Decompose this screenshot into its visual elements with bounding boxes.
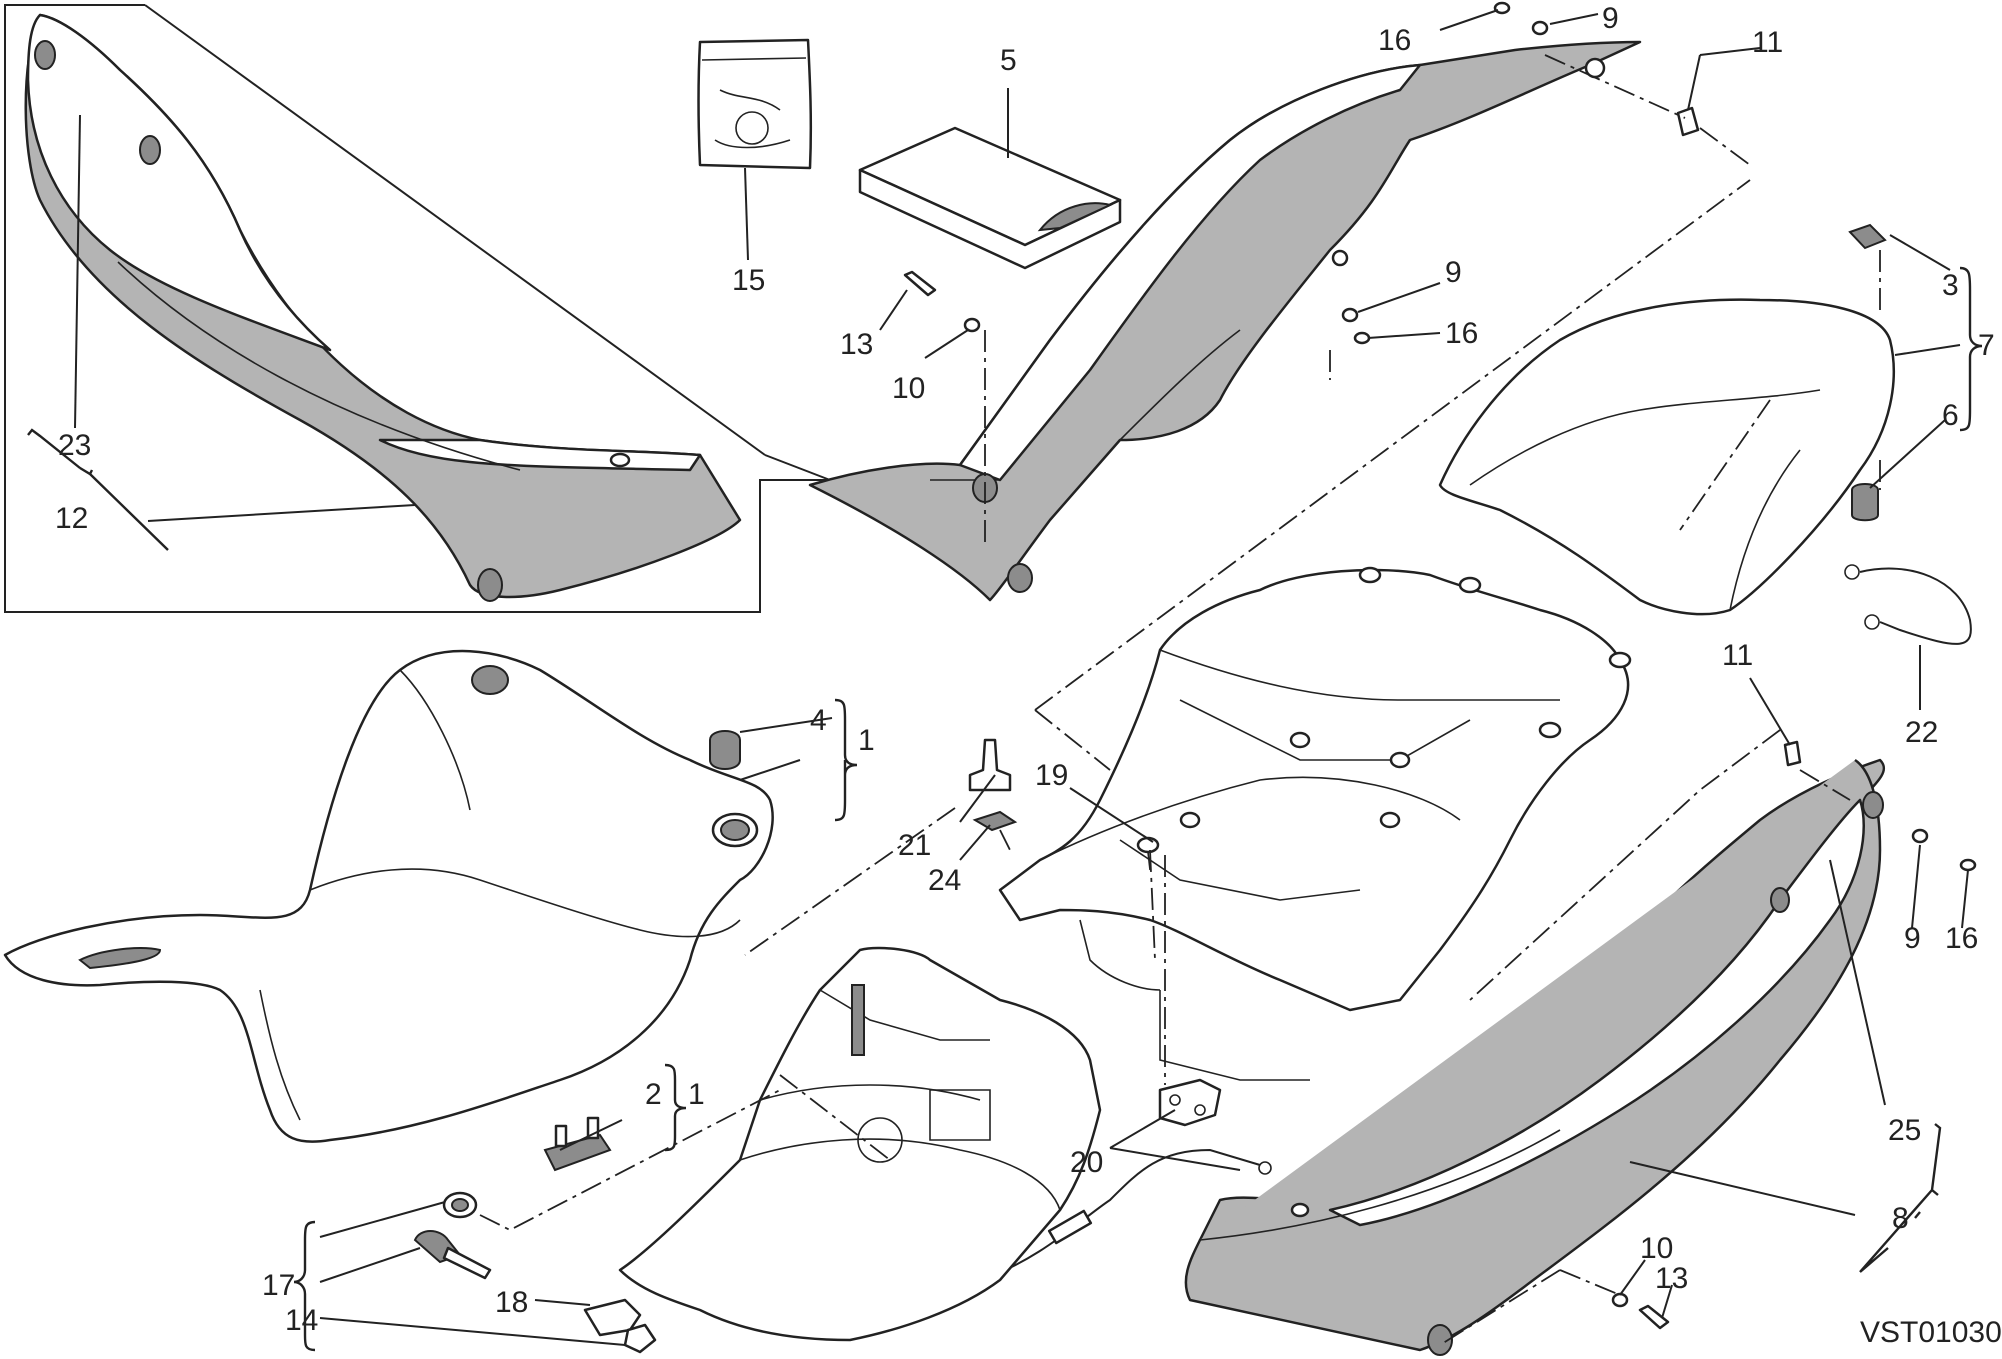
screw-16-right <box>1959 858 1977 872</box>
lock-nut <box>623 1323 657 1354</box>
callout-1-lower: 1 <box>688 1078 705 1111</box>
callout-20: 20 <box>1070 1146 1103 1179</box>
screw-13-bottom <box>1638 1304 1670 1330</box>
washer-9-right <box>1911 828 1929 844</box>
rubber-buffer-2 <box>543 1116 612 1172</box>
washer-10-bottom <box>1611 1292 1629 1308</box>
passenger-seat <box>1438 298 1895 616</box>
assembly-lines <box>479 54 1881 1346</box>
callout-19: 19 <box>1035 759 1068 792</box>
helmet-cable <box>1844 564 1972 645</box>
callout-21: 21 <box>898 829 931 862</box>
callout-22: 22 <box>1905 716 1938 749</box>
inset-detail-frame <box>4 4 850 613</box>
callout-18: 18 <box>495 1286 528 1319</box>
callout-2: 2 <box>645 1078 662 1111</box>
drawing-code: VST01030 <box>1860 1316 2002 1349</box>
grommet-4 <box>709 730 741 770</box>
ignition-key <box>413 1230 492 1280</box>
clip-11-lower <box>1783 740 1802 767</box>
leader-lines <box>74 9 1969 1346</box>
seat-lock-cylinder <box>442 1191 478 1219</box>
lock-bracket <box>583 1298 642 1337</box>
callout-10-top: 10 <box>892 372 925 405</box>
callout-14: 14 <box>285 1304 318 1337</box>
callout-24: 24 <box>928 864 961 897</box>
callout-16-right: 16 <box>1945 922 1978 955</box>
callout-11-lower: 11 <box>1722 639 1753 672</box>
callout-4: 4 <box>810 704 827 737</box>
callout-8: 8 <box>1892 1202 1909 1235</box>
seat-rubber-buffer-6 <box>1851 483 1879 522</box>
callout-16-mid: 16 <box>1445 317 1478 350</box>
callout-13-top: 13 <box>840 328 873 361</box>
washer-10-top <box>963 317 981 333</box>
clip-11-upper <box>1676 106 1700 137</box>
screw-16-top <box>1493 1 1511 15</box>
callout-11-top: 11 <box>1752 26 1783 59</box>
callout-7: 7 <box>1978 329 1995 362</box>
callout-3: 3 <box>1942 269 1959 302</box>
callout-17: 17 <box>262 1269 295 1302</box>
callout-25: 25 <box>1888 1114 1921 1147</box>
document-pouch <box>697 38 813 170</box>
rear-undertray-box <box>618 946 1102 1342</box>
callout-5: 5 <box>1000 44 1017 77</box>
callout-13-bottom: 13 <box>1655 1262 1688 1295</box>
seat-lock-latch <box>1158 1078 1222 1127</box>
callout-23: 23 <box>58 429 91 462</box>
callout-labels: 1 1 2 3 4 5 6 7 8 9 9 9 10 10 11 11 12 1… <box>55 2 2002 1349</box>
inset-tail-side-panel <box>24 13 742 602</box>
owner-manual <box>858 126 1122 270</box>
washer-9-top <box>1531 20 1549 36</box>
callout-9-right: 9 <box>1904 922 1921 955</box>
right-tail-side-panel <box>1184 758 1886 1356</box>
braces <box>27 266 1983 1352</box>
callout-10-bottom: 10 <box>1640 1232 1673 1265</box>
callout-15: 15 <box>732 264 765 297</box>
screw-13-top <box>903 270 937 297</box>
callout-9-mid: 9 <box>1445 256 1462 289</box>
rider-seat <box>3 649 774 1143</box>
rear-subframe <box>998 566 1632 1081</box>
screw-16-mid <box>1353 331 1371 345</box>
washer-9-mid <box>1341 307 1359 323</box>
callout-16-top: 16 <box>1378 24 1411 57</box>
callout-6: 6 <box>1942 399 1959 432</box>
pin-washer-24 <box>972 810 1018 832</box>
seat-pin-21 <box>968 738 1012 792</box>
callout-1-upper: 1 <box>858 724 875 757</box>
seat-pad-3 <box>1848 223 1887 250</box>
callout-9-top: 9 <box>1602 2 1619 35</box>
callout-12: 12 <box>55 502 88 535</box>
